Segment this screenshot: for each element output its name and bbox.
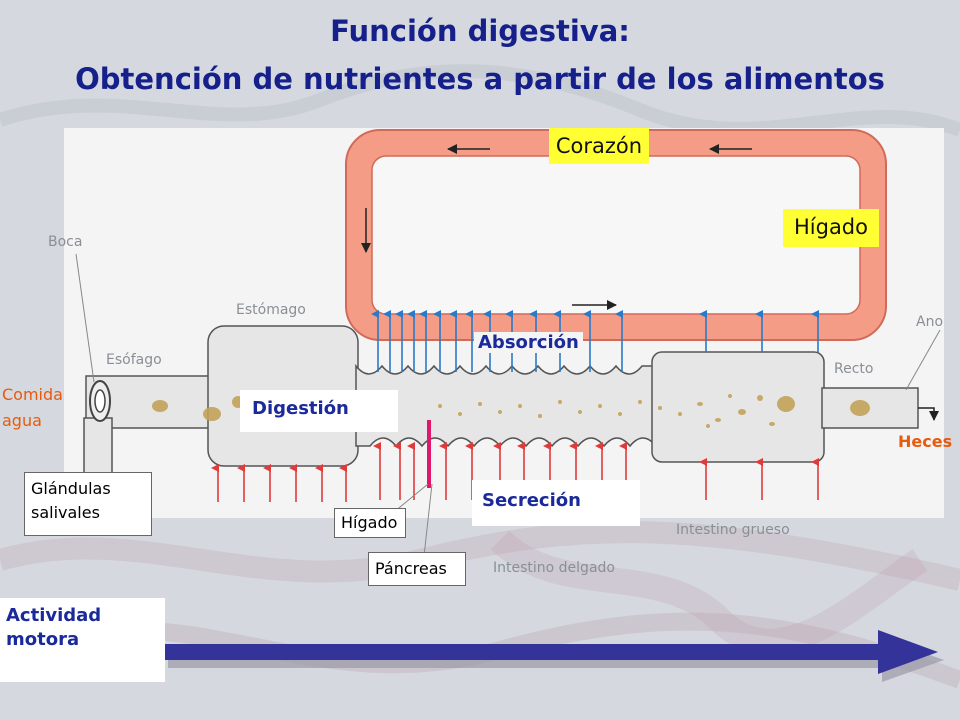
salivary-glands-box: Glándulas salivales xyxy=(24,472,152,536)
title-line-1: Función digestiva: xyxy=(330,14,630,48)
label-stomach: Estómago xyxy=(236,302,306,318)
label-mouth: Boca xyxy=(48,234,83,250)
motor-activity-box: Actividad motora xyxy=(0,598,165,682)
label-food: Comida xyxy=(2,385,63,404)
label-small-intestine: Intestino delgado xyxy=(493,560,615,576)
label-feces: Heces xyxy=(898,432,953,451)
liver-label-top: Hígado xyxy=(783,209,879,247)
absorption-arrows xyxy=(371,310,819,372)
label-anus: Ano xyxy=(916,314,944,330)
liver-label-bottom: Hígado xyxy=(334,508,406,538)
motor-activity-arrow xyxy=(164,630,944,682)
label-digestion: Digestión xyxy=(240,390,398,432)
label-secretion: Secreción xyxy=(472,480,640,526)
salivary-line-2: salivales xyxy=(31,503,100,522)
label-water: agua xyxy=(2,411,42,430)
motor-line-1: Actividad xyxy=(6,605,102,626)
pancreas-label: Páncreas xyxy=(368,552,466,586)
title-line-2: Obtención de nutrientes a partir de los … xyxy=(75,62,885,96)
motor-line-2: motora xyxy=(6,629,80,650)
label-esophagus: Esófago xyxy=(106,352,162,368)
salivary-line-1: Glándulas xyxy=(31,479,111,498)
label-large-intestine: Intestino grueso xyxy=(676,522,790,538)
circulation-loop xyxy=(345,129,887,341)
label-absorption: Absorción xyxy=(474,332,583,353)
heart-label: Corazón xyxy=(549,128,649,164)
label-rectum: Recto xyxy=(834,361,874,377)
